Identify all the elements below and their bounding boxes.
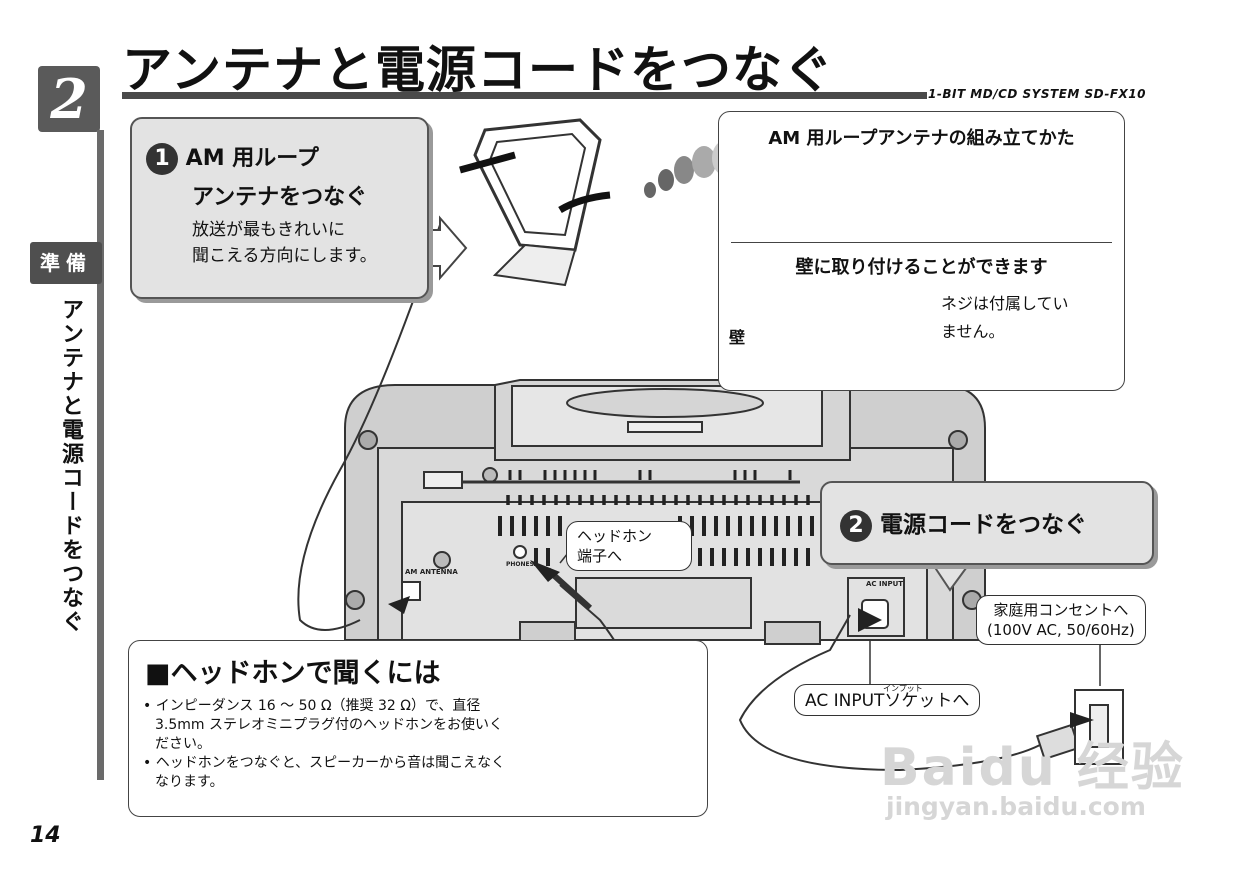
- assembly-title: AM 用ループアンテナの組み立てかた: [768, 128, 1075, 149]
- pointer-arrows: [388, 560, 1094, 728]
- panel-phones-label: PHONES: [506, 561, 534, 568]
- headphone-note: • ヘッドホンをつなぐと、スピーカーから音は聞こえなくなります。: [143, 755, 506, 790]
- step2-badge: 2: [840, 509, 872, 542]
- step1-body: 放送が最もきれいに 聞こえる方向にします。: [192, 217, 377, 269]
- panel-am-antenna-label: AM ANTENNA: [405, 568, 458, 576]
- outlet-label-line1: 家庭用コンセントへ: [993, 601, 1129, 619]
- step2-callout: 2 電源コードをつなぐ: [820, 481, 1154, 565]
- step2-heading-text: 電源コードをつなぐ: [880, 512, 1088, 538]
- step1-badge: 1: [146, 143, 178, 175]
- step1-heading-line1: AM 用ループ: [185, 146, 319, 171]
- watermark-logo: Baidu 经验: [880, 738, 1185, 798]
- headphone-notes: • インピーダンス 16 ～ 50 Ω（推奨 32 Ω）で、直径 3.5mm ス…: [143, 697, 515, 792]
- power-cord: [738, 614, 1124, 772]
- ac-input-label: インプット AC INPUTソケットへ: [794, 684, 981, 716]
- chapter-number: 2: [38, 66, 100, 132]
- assembly-divider: [731, 242, 1112, 243]
- ac-input-ruby: インプット: [883, 684, 923, 693]
- page-number: 14: [30, 823, 61, 848]
- headphone-section: ■ヘッドホンで聞くには • インピーダンス 16 ～ 50 Ω（推奨 32 Ω）…: [128, 640, 708, 817]
- step1-heading-line2: アンテナをつなぐ: [192, 185, 368, 210]
- screw-note-line2: ません。: [941, 322, 1005, 341]
- page-title: アンテナと電源コードをつなぐ: [122, 41, 834, 99]
- assembly-panel: AM 用ループアンテナの組み立てかた 壁に取り付けることができます 壁 ネジは付…: [718, 111, 1125, 391]
- wall-mount-title: 壁に取り付けることができます: [795, 257, 1048, 278]
- side-title: アンテナと電源コードをつなぐ: [58, 298, 83, 634]
- step1-heading: 1 AM 用ループ: [146, 143, 319, 175]
- watermark-url: jingyan.baidu.com: [886, 792, 1146, 821]
- step1-callout: 1 AM 用ループ アンテナをつなぐ 放送が最もきれいに 聞こえる方向にします。: [130, 117, 429, 299]
- step2-heading: 2 電源コードをつなぐ: [840, 505, 1087, 542]
- headphone-note: • インピーダンス 16 ～ 50 Ω（推奨 32 Ω）で、直径 3.5mm ス…: [143, 698, 503, 752]
- screw-note: ネジは付属してい ません。: [941, 290, 1069, 346]
- screw-note-line1: ネジは付属してい: [941, 294, 1069, 313]
- outlet-label-line2: (100V AC, 50/60Hz): [987, 621, 1135, 639]
- phones-label-line2: 端子へ: [577, 547, 623, 565]
- section-tab: 準備: [30, 242, 102, 284]
- step1-body-line2: 聞こえる方向にします。: [192, 246, 377, 266]
- phones-label-line1: ヘッドホン: [577, 527, 653, 545]
- headphone-heading: ■ヘッドホンで聞くには: [145, 658, 441, 689]
- ac-input-label-text: AC INPUTソケットへ: [805, 691, 970, 711]
- title-rule: [122, 92, 927, 99]
- side-rail: [97, 130, 104, 780]
- outlet-label: 家庭用コンセントへ (100V AC, 50/60Hz): [976, 595, 1146, 645]
- am-loop-antenna: [297, 118, 611, 631]
- panel-ac-input-label: AC INPUT: [866, 580, 903, 588]
- phones-jack-label: ヘッドホン 端子へ: [566, 521, 692, 571]
- step1-body-line1: 放送が最もきれいに: [192, 220, 345, 240]
- model-name: 1-BIT MD/CD SYSTEM SD-FX10: [928, 87, 1146, 101]
- wall-label: 壁: [729, 328, 746, 347]
